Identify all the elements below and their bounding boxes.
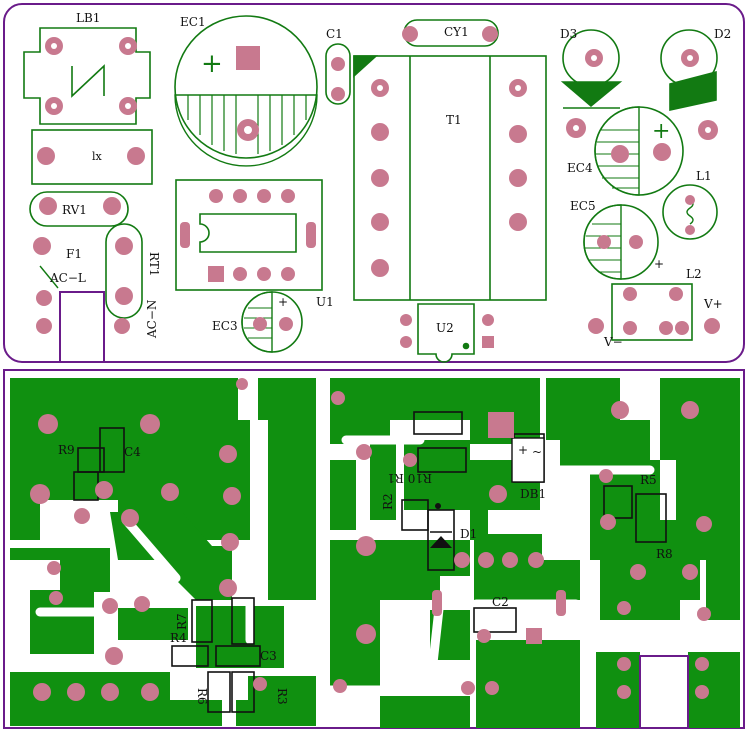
ec5-footprint: + <box>583 204 664 280</box>
l2-label: L2 <box>686 267 702 281</box>
bottom-board: R9 C4 R7 R4 C3 R6 R3 R2 R10 R1 DB1 + ~ D… <box>3 369 745 729</box>
d2-footprint <box>660 29 718 111</box>
rv1-label: RV1 <box>62 203 87 217</box>
c2-label: C2 <box>492 595 509 609</box>
l1-outline <box>662 184 718 240</box>
svg-text:+: + <box>201 49 223 79</box>
db1-tilde-mark: ~ <box>532 445 542 459</box>
bottom-pads <box>30 378 712 701</box>
c4-label: C4 <box>124 445 141 459</box>
d3-label: D3 <box>560 27 577 41</box>
f1-lead <box>39 265 59 289</box>
db1-box <box>511 437 545 483</box>
v-plus-label: V+ <box>703 297 723 311</box>
ec3-label: EC3 <box>212 319 238 333</box>
c3-label: C3 <box>260 649 277 663</box>
r4-label: R4 <box>170 631 187 645</box>
r2-label: R2 <box>381 493 395 510</box>
ac-n-label: AC−N <box>145 300 159 339</box>
ec1-footprint: + <box>174 15 318 167</box>
d1-label: D1 <box>460 527 477 541</box>
ec3-footprint: + <box>241 291 303 353</box>
c1-outline <box>325 43 351 105</box>
svg-text:+: + <box>652 119 670 144</box>
u2-footprint <box>417 303 475 363</box>
l1-label: L1 <box>696 169 712 183</box>
u2-label: U2 <box>436 321 454 335</box>
d3-footprint <box>560 29 623 109</box>
top-board-outline <box>3 3 745 363</box>
l2-outline <box>611 283 693 341</box>
d1-symbol <box>430 503 452 548</box>
db1-label: DB1 <box>520 487 546 501</box>
ac-connector-slot <box>59 291 105 362</box>
ec5-label: EC5 <box>570 199 596 213</box>
u1-label: U1 <box>316 295 334 309</box>
lx-outline <box>31 129 153 185</box>
r8-label: R8 <box>656 547 673 561</box>
rt1-label: RT1 <box>147 252 161 276</box>
r5-label: R5 <box>640 473 657 487</box>
t1-footprint <box>353 55 547 301</box>
v-minus-label: V− <box>603 335 623 349</box>
d2-label: D2 <box>714 27 731 41</box>
f1-label: F1 <box>66 247 82 261</box>
bottom-board-outline <box>3 369 745 729</box>
r6-label: R6 <box>195 688 209 705</box>
svg-text:+: + <box>278 295 288 309</box>
u1-footprint <box>175 179 323 291</box>
lx-label: lx <box>92 150 103 163</box>
lb1-footprint <box>23 27 151 125</box>
db1-plus-mark: + <box>518 443 528 457</box>
ec4-footprint: + <box>594 106 684 196</box>
t1-label: T1 <box>446 113 462 127</box>
r7-label: R7 <box>175 613 189 630</box>
c1-label: C1 <box>326 27 343 41</box>
r9-label: R9 <box>58 443 75 457</box>
ec1-label: EC1 <box>180 15 206 29</box>
ec4-label: EC4 <box>567 161 593 175</box>
lb1-label: LB1 <box>76 11 100 25</box>
copper-pours <box>10 378 740 728</box>
rt1-outline <box>105 223 143 319</box>
ac-l-label: AC−L <box>49 271 86 285</box>
rv1-outline <box>29 191 129 227</box>
r10r1-label: R10 R1 <box>387 471 432 485</box>
bottom-slot-left <box>639 655 689 728</box>
top-board: LB1 lx + EC1 C1 CY1 <box>3 3 745 363</box>
svg-text:+: + <box>654 257 664 271</box>
r3-label: R3 <box>275 688 289 705</box>
cy1-label: CY1 <box>444 25 469 39</box>
